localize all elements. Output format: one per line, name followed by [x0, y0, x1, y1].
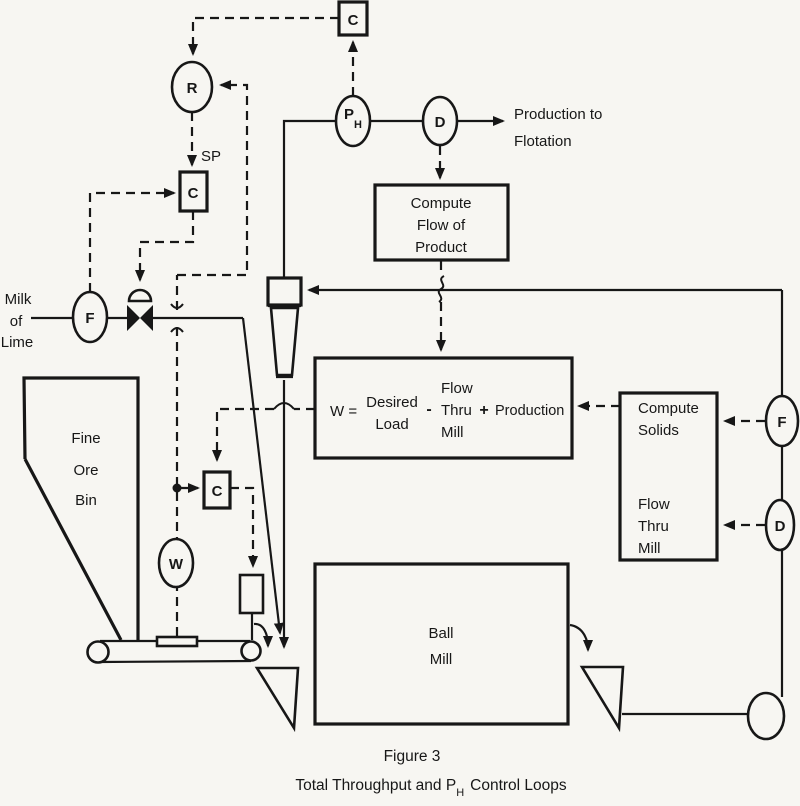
compute-solids-line1: Compute [638, 400, 699, 417]
ph-sensor-label-main: P [344, 106, 354, 123]
process-lines [31, 116, 784, 716]
ball-mill-line2: Mill [430, 651, 453, 668]
fine-ore-bin-line3: Bin [75, 492, 97, 509]
belt-feeder-drive [238, 573, 265, 615]
belt-weight-sensor-circle [157, 537, 195, 589]
fine-ore-bin-line2: Ore [73, 462, 98, 479]
w-equation-desired: Desired [366, 394, 418, 411]
mill-feed-flow-sensor-label: F [777, 414, 786, 431]
valve-body-left [127, 305, 140, 331]
ph-sensor-label-sub: H [354, 119, 362, 131]
compute-solids-line2: Solids [638, 422, 679, 439]
equipment-shapes [22, 0, 800, 741]
signal-junction-dot [172, 483, 182, 493]
lime-flow-sensor-label: F [85, 310, 94, 327]
ph-controller-label: C [348, 12, 359, 29]
lime-flow-sensor-circle [71, 290, 109, 344]
flotation-label: Flotation [514, 133, 572, 150]
w-equation-minus: - [426, 401, 431, 418]
cyclone-overflow-line [282, 119, 336, 277]
compute-solids-box [618, 391, 719, 562]
ball-mill-box [313, 562, 570, 726]
line-break-mark-lower [170, 327, 184, 333]
cyclone-top [266, 276, 303, 307]
conveyor-left-roller [86, 640, 110, 664]
w-equation-lhs: W = [330, 403, 357, 420]
ratio-station-circle [170, 60, 214, 114]
mill-feed-chute [254, 666, 300, 733]
mill-feed-density-sensor-circle [764, 498, 796, 552]
figure-title-suffix: Control Loops [470, 777, 567, 794]
w-equation-flow: Flow [441, 380, 473, 397]
w-equation-plus: + [479, 402, 488, 419]
figure-title-prefix: Total Throughput and P [295, 777, 456, 794]
fine-ore-bin-line1: Fine [71, 430, 100, 447]
fine-ore-bin-outline [22, 376, 140, 640]
conveyor-right-roller [240, 640, 262, 662]
mill-feed-flow-sensor-circle [764, 394, 800, 448]
product-density-sensor-label: D [435, 114, 446, 131]
lime-flow-controller-box [178, 170, 209, 213]
compute-flow-line2: Flow of [417, 217, 466, 234]
milk-of-lime-line3: Lime [1, 334, 34, 351]
diagram-text: C R C PH D F W C F D SP Milk of Lime Pro… [1, 12, 787, 799]
ph-controller-box [337, 0, 369, 37]
mill-feed-density-sensor-label: D [775, 518, 786, 535]
milk-of-lime-line2: of [10, 313, 23, 330]
belt-weight-sensor-label: W [169, 556, 184, 573]
pump-circle [746, 691, 786, 741]
valve-body-right [140, 305, 153, 331]
mill-discharge-curved-arrow [569, 623, 593, 652]
lime-line-to-mill-feed [241, 317, 284, 635]
figure-title-caption: Total Throughput and PH Control Loops [295, 777, 567, 799]
conveyor-belt-bottom [98, 659, 252, 664]
compute-flow-line1: Compute [411, 195, 472, 212]
belt-discharge-curved-arrow [253, 622, 273, 648]
mill-discharge-chute [579, 665, 625, 733]
lime-flow-controller-label: C [188, 185, 199, 202]
w-equation-thru: Thru [441, 402, 472, 419]
feed-controller-to-feeder-signal [230, 486, 258, 568]
w-equation-load: Load [375, 416, 408, 433]
figure-title-subscript: H [456, 787, 464, 799]
ph-controller-to-ratio-signal [188, 16, 339, 56]
compute-solids-line4: Thru [638, 518, 669, 535]
valve-actuator-dome [127, 288, 153, 303]
lime-flow-measurement-signal [88, 188, 176, 292]
cyclone-cone [269, 306, 300, 377]
milk-of-lime-line1: Milk [5, 291, 32, 308]
compute-flow-of-product-box [373, 183, 510, 262]
lime-controller-to-valve-signal [135, 211, 195, 282]
compute-solids-line3: Flow [638, 496, 670, 513]
line-break-mark-upper [170, 303, 184, 309]
ore-feed-controller-label: C [212, 483, 223, 500]
production-to-label: Production to [514, 106, 602, 123]
product-density-sensor-circle [421, 95, 459, 147]
figure-number-caption: Figure 3 [384, 748, 441, 765]
compute-solids-line5: Mill [638, 540, 661, 557]
w-output-line-hop [273, 402, 295, 410]
w-equation-production: Production [495, 403, 564, 419]
ph-sensor-circle [334, 94, 372, 148]
setpoint-label: SP [201, 148, 221, 165]
ratio-station-label: R [187, 80, 198, 97]
signal-break-squiggle [437, 275, 445, 303]
compute-flow-line3: Product [415, 239, 468, 256]
belt-scale-plate [155, 635, 199, 648]
ore-feed-controller-box [202, 470, 232, 510]
ph-sensor-label: PH [344, 106, 362, 131]
weight-to-ratio-signal [177, 80, 249, 277]
w-equation-box [313, 356, 574, 460]
w-equation-mill: Mill [441, 424, 464, 441]
ball-mill-line1: Ball [428, 625, 453, 642]
w-output-signal-b [212, 407, 274, 462]
fine-ore-bin-slope [23, 458, 123, 641]
